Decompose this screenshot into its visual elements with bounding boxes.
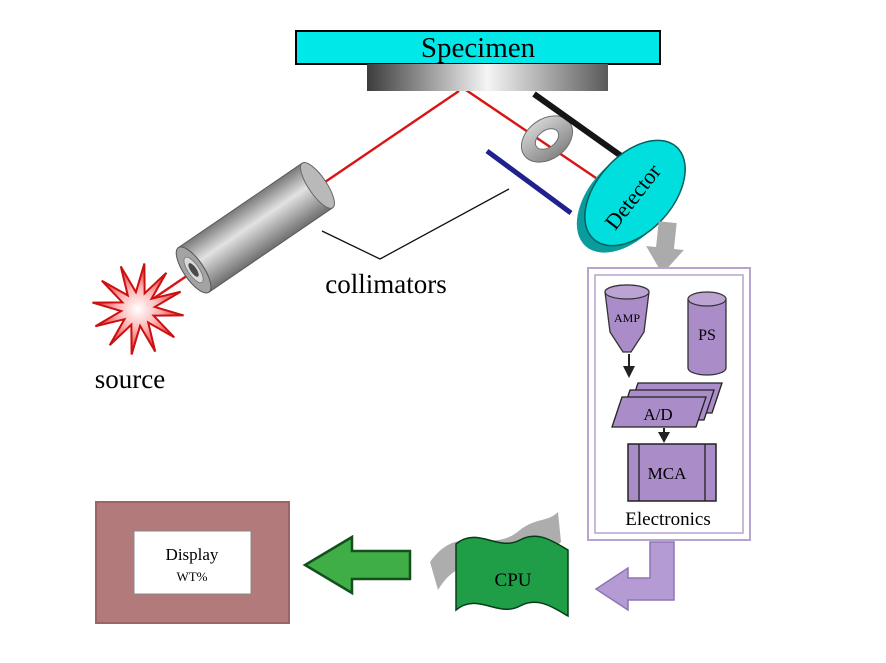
- display-monitor: Display WT%: [95, 501, 290, 624]
- starburst-shape: [92, 263, 184, 355]
- ring-collimator: [520, 115, 574, 163]
- mca-box: [627, 443, 717, 502]
- ps-shape: [687, 298, 727, 376]
- cpu-label: CPU: [495, 570, 532, 591]
- detector: Detector: [576, 139, 686, 253]
- collimator-bore-hole: [188, 263, 199, 277]
- display-wt-label: WT%: [176, 569, 207, 584]
- amp-to-adc-arrowhead: [623, 366, 635, 378]
- specimen-sample-bar: [367, 64, 608, 91]
- specimen-box: [295, 30, 661, 65]
- electronics-unit: AMP PS A/D MCA Electronics: [587, 267, 751, 541]
- electronics-label: Electronics: [625, 509, 710, 530]
- electronics-to-cpu-arrow: [594, 541, 675, 612]
- source-label: source: [95, 364, 165, 394]
- amp-top-cap: [604, 284, 650, 300]
- specimen-block: Specimen: [295, 30, 661, 91]
- blue-collimator-plate: [485, 148, 573, 216]
- source-star: [92, 263, 184, 355]
- cpu-to-display-arrow: [302, 534, 412, 596]
- tube-collimator: [175, 162, 335, 294]
- adc-card-front: [611, 396, 707, 428]
- cpu-flag: [455, 535, 569, 618]
- electronics-inner-frame: [594, 274, 744, 534]
- collimator-far-cap: [300, 162, 335, 209]
- detector-to-electronics-arrow: [646, 221, 684, 274]
- detector-face: [584, 139, 686, 247]
- display-screen: [133, 530, 252, 595]
- mca-label: MCA: [648, 464, 687, 483]
- specimen-label: Specimen: [421, 32, 536, 64]
- collimators-label: collimators: [325, 269, 446, 299]
- ps-top-cap: [687, 291, 727, 307]
- display-label: Display: [166, 545, 219, 564]
- cpu-block: CPU: [430, 512, 569, 618]
- black-collimator-plate: [532, 91, 626, 161]
- ps-label: PS: [698, 327, 716, 344]
- torus-shape: [520, 115, 574, 163]
- collimators-pointer-line: [321, 188, 510, 260]
- amp-label: AMP: [614, 311, 640, 325]
- adc-to-mca-arrowhead: [658, 432, 670, 443]
- adc-label: A/D: [643, 405, 672, 424]
